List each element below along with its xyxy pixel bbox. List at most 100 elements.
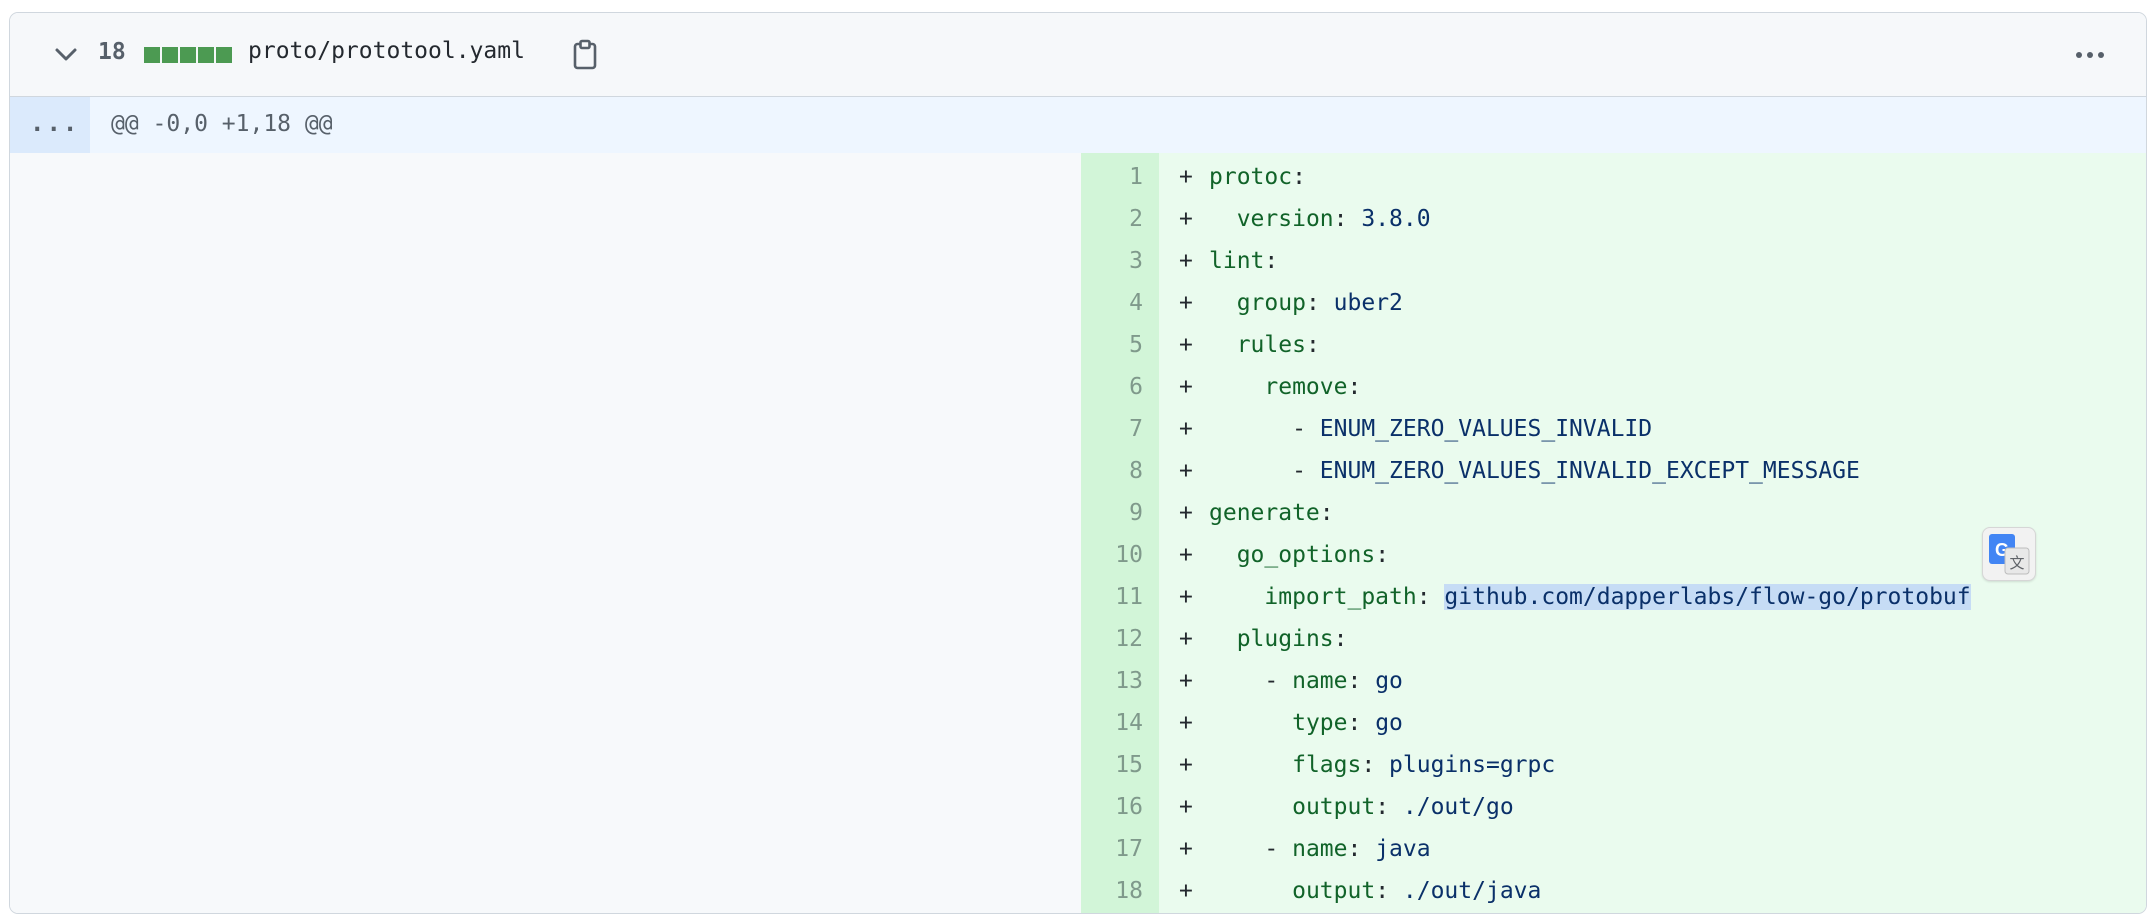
file-header: 18 proto/prototool.yaml [10,13,2146,97]
addition-marker: + [1179,332,1193,358]
yaml-key: go_options [1236,542,1376,568]
code-line: - ENUM_ZERO_VALUES_INVALID [1209,408,1652,450]
code-line: lint: [1209,240,1278,282]
yaml-key: generate [1209,500,1320,526]
yaml-key: plugins [1236,626,1334,652]
addition-marker: + [1179,500,1193,526]
google-translate-icon[interactable]: G 文 [1982,527,2036,581]
code-indent [1209,458,1292,484]
diff-line: 5+ rules: [1081,324,2146,366]
code-indent [1209,206,1237,232]
diff-line: 18+ output: ./out/java [1081,870,2146,912]
yaml-separator: : [1347,668,1376,694]
line-number[interactable]: 4 [1129,290,1143,316]
code-line: import_path: github.com/dapperlabs/flow-… [1209,576,1971,618]
yaml-value: ./out/go [1402,794,1514,820]
yaml-separator: : [1375,542,1390,568]
code-line: protoc: [1209,156,1306,198]
list-dash: - [1264,836,1293,862]
line-number[interactable]: 7 [1129,416,1143,442]
code-line: output: ./out/go [1209,786,1514,828]
line-number[interactable]: 9 [1129,500,1143,526]
diff-line: 7 + - ENUM_ZERO_VALUES_INVALID [1081,408,2146,450]
line-number[interactable]: 14 [1115,710,1143,736]
yaml-value: uber2 [1333,290,1403,316]
diffstat-block [144,47,160,63]
code-line: - ENUM_ZERO_VALUES_INVALID_EXCEPT_MESSAG… [1209,450,1860,492]
yaml-key: remove [1264,374,1348,400]
yaml-separator: : [1333,626,1348,652]
expand-hunk-button[interactable]: ... [10,97,90,153]
line-number[interactable]: 10 [1115,542,1143,568]
code-indent [1209,878,1292,904]
diff-line: 17+ - name: java [1081,828,2146,870]
yaml-separator: : [1264,248,1279,274]
line-number[interactable]: 11 [1115,584,1143,610]
yaml-separator: : [1305,290,1334,316]
addition-marker: + [1179,206,1193,232]
code-indent [1209,752,1292,778]
list-dash: - [1292,416,1320,442]
yaml-separator: : [1416,584,1445,610]
line-number[interactable]: 8 [1129,458,1143,484]
code-indent [1209,626,1237,652]
diff-line: 16+ output: ./out/go [1081,786,2146,828]
yaml-value: go [1375,668,1403,694]
yaml-key: lint [1209,248,1265,274]
addition-marker: + [1179,542,1193,568]
expand-hunk-label: ... [30,109,80,137]
svg-text:文: 文 [2009,555,2024,572]
diff-line: 3 + lint: [1081,240,2146,282]
yaml-key: output [1292,794,1376,820]
addition-marker: + [1179,416,1193,442]
code-indent [1209,332,1237,358]
yaml-key: name [1292,668,1348,694]
yaml-value: ./out/java [1402,878,1542,904]
yaml-key: output [1292,878,1376,904]
diffstat-bar [144,47,232,65]
list-dash: - [1292,458,1320,484]
line-number[interactable]: 16 [1115,794,1143,820]
line-number[interactable]: 2 [1129,206,1143,232]
line-number[interactable]: 17 [1115,836,1143,862]
yaml-value: ENUM_ZERO_VALUES_INVALID_EXCEPT_MESSAGE [1319,458,1860,484]
code-indent [1209,710,1292,736]
yaml-separator: : [1347,374,1362,400]
diffstat-block [216,47,232,63]
yaml-separator: : [1361,752,1390,778]
line-number[interactable]: 1 [1129,164,1143,190]
line-number[interactable]: 15 [1115,752,1143,778]
yaml-value: ENUM_ZERO_VALUES_INVALID [1319,416,1653,442]
addition-marker: + [1179,458,1193,484]
diff-line: 10 + go_options: [1081,534,2146,576]
code-line: generate: [1209,492,1334,534]
code-indent [1209,794,1292,820]
code-indent [1209,584,1264,610]
yaml-value: plugins=grpc [1389,752,1556,778]
additions-count: 18 [98,39,126,65]
file-path-link[interactable]: proto/prototool.yaml [248,38,525,64]
code-indent [1209,836,1264,862]
line-number[interactable]: 13 [1115,668,1143,694]
line-number[interactable]: 12 [1115,626,1143,652]
code-indent [1209,542,1237,568]
yaml-separator: : [1292,164,1306,190]
code-indent [1209,668,1264,694]
clipboard-icon[interactable] [570,39,600,71]
addition-marker: + [1179,710,1193,736]
right-line-number-gutter [1081,153,1159,913]
yaml-separator: : [1319,500,1334,526]
yaml-key: name [1292,836,1348,862]
line-number[interactable]: 5 [1129,332,1143,358]
line-number[interactable]: 6 [1129,374,1143,400]
line-number[interactable]: 3 [1129,248,1143,274]
left-empty-pane [10,153,1081,913]
code-indent [1209,374,1264,400]
yaml-separator: : [1347,836,1376,862]
line-number[interactable]: 18 [1115,878,1143,904]
addition-marker: + [1179,248,1193,274]
chevron-down-icon[interactable] [52,43,80,67]
kebab-horizontal-icon[interactable] [2070,43,2110,67]
yaml-key: type [1292,710,1348,736]
